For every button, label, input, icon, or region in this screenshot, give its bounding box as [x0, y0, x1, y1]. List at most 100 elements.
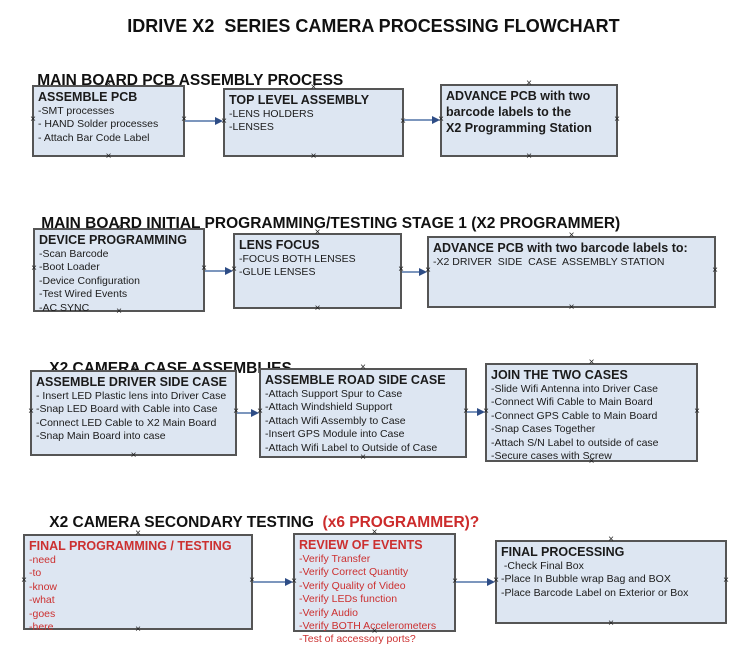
connector-arrow[interactable]: [205, 267, 233, 275]
box-title: DEVICE PROGRAMMING: [39, 233, 187, 247]
box-line: -X2 DRIVER SIDE CASE ASSEMBLY STATION: [433, 256, 665, 268]
box-lines: -FOCUS BOTH LENSES-GLUE LENSES: [239, 253, 397, 280]
box-title: JOIN THE TWO CASES: [491, 368, 628, 382]
box-line: -GLUE LENSES: [239, 266, 316, 279]
box-title: ASSEMBLE PCB: [38, 90, 138, 104]
box-line: -Attach S/N Label to outside of case: [491, 436, 659, 449]
box-lines: -need-to-know-what-goes-here: [29, 554, 248, 634]
box-title: ADVANCE PCB with two barcode labels to:: [433, 241, 688, 255]
box-lines: -Check Final Box-Place In Bubble wrap Ba…: [501, 560, 722, 600]
connection-point-icon: ×: [723, 575, 729, 586]
connector-arrow[interactable]: [253, 578, 293, 586]
box-line: -Verify BOTH Accelerometers: [299, 620, 437, 633]
box-line: -Boot Loader: [39, 261, 100, 274]
box-lines: -Slide Wifi Antenna into Driver Case-Con…: [491, 383, 693, 463]
box-lines: -LENS HOLDERS-LENSES: [229, 108, 399, 135]
connection-point-icon: ×: [694, 405, 700, 417]
connection-point-icon: ×: [526, 78, 532, 89]
section-heading-initial-programming: MAIN BOARD INITIAL PROGRAMMING/TESTING S…: [24, 197, 620, 251]
box-lens-focus[interactable]: LENS FOCUS -FOCUS BOTH LENSES-GLUE LENSE…: [231, 228, 404, 314]
box-lines: -Scan Barcode-Boot Loader-Device Configu…: [39, 248, 200, 315]
box-line: -need: [29, 554, 56, 566]
box-device-programming[interactable]: DEVICE PROGRAMMING -Scan Barcode-Boot Lo…: [31, 223, 207, 317]
connection-point-icon: ×: [130, 450, 137, 461]
box-line: -know: [29, 580, 58, 593]
box-title: ASSEMBLE ROAD SIDE CASE: [265, 373, 446, 387]
section-heading-text: X2 CAMERA SECONDARY TESTING: [49, 514, 319, 531]
box-final-programming-testing[interactable]: FINAL PROGRAMMING / TESTING -need-to-kno…: [21, 529, 255, 635]
box-line: -Place In Bubble wrap Bag and BOX: [501, 573, 671, 586]
box-title: FINAL PROCESSING: [501, 545, 625, 559]
box-line: -Verify Quality of Video: [299, 579, 406, 592]
box-top-level-assembly[interactable]: TOP LEVEL ASSEMBLY -LENS HOLDERS-LENSES …: [221, 83, 406, 162]
box-line: -Verify Transfer: [299, 553, 371, 565]
flowchart-title: IDRIVE X2 SERIES CAMERA PROCESSING FLOWC…: [127, 16, 620, 36]
box-title: LENS FOCUS: [239, 238, 320, 252]
box-line: -Attach Wifi Assembly to Case: [265, 414, 406, 427]
connection-point-icon: ×: [31, 263, 37, 274]
box-line: -Place Barcode Label on Exterior or Box: [501, 586, 689, 599]
box-line: -LENSES: [229, 121, 274, 134]
section-heading-text: MAIN BOARD INITIAL PROGRAMMING/TESTING S…: [41, 215, 621, 232]
connection-point-icon: ×: [360, 362, 366, 373]
box-line: -Secure cases with Screw: [491, 450, 612, 463]
connection-point-icon: ×: [614, 113, 620, 125]
box-title: ASSEMBLE DRIVER SIDE CASE: [36, 375, 228, 389]
box-review-of-events[interactable]: REVIEW OF EVENTS -Verify Transfer-Verify…: [291, 528, 458, 646]
box-line: -Attach Wifi Label to Outside of Case: [265, 441, 438, 454]
connection-point-icon: ×: [608, 534, 614, 545]
connection-point-icon: ×: [608, 618, 614, 629]
box-line: -Device Configuration: [39, 274, 140, 287]
box-line: -goes: [29, 607, 56, 620]
connection-point-icon: ×: [21, 575, 27, 586]
box-line: -Snap LED Board with Cable into Case: [36, 403, 218, 416]
box-line: -Verify Correct Quantity: [299, 566, 409, 579]
box-line: -Test of accessory ports?: [299, 633, 416, 646]
connector-arrow[interactable]: [185, 117, 223, 125]
box-line: - Attach Bar Code Label: [38, 131, 150, 144]
connector-arrow[interactable]: [237, 409, 259, 417]
box-line: -Test Wired Events: [39, 288, 128, 301]
connector-arrow[interactable]: [467, 408, 485, 416]
box-line: -SMT processes: [38, 105, 115, 117]
box-lines: -Verify Transfer-Verify Correct Quantity…: [299, 553, 451, 647]
box-line: -what: [29, 594, 55, 607]
box-line: -LENS HOLDERS: [229, 108, 314, 120]
connector-arrow[interactable]: [402, 268, 427, 276]
box-title: REVIEW OF EVENTS: [299, 538, 423, 552]
box-title: ADVANCE PCB with two barcode labels to t…: [446, 89, 592, 135]
box-lines: -SMT processes- HAND Solder processes- A…: [38, 105, 180, 145]
box-lines: - Insert LED Plastic lens into Driver Ca…: [36, 390, 232, 444]
section-heading-text: MAIN BOARD PCB ASSEMBLY PROCESS: [37, 72, 344, 89]
section-heading-red-text: (x6 PROGRAMMER)?: [318, 514, 480, 531]
connection-point-icon: ×: [526, 151, 532, 162]
box-assemble-driver-side-case[interactable]: ASSEMBLE DRIVER SIDE CASE - Insert LED P…: [28, 365, 239, 461]
connection-point-icon: ×: [568, 302, 575, 313]
box-final-processing[interactable]: FINAL PROCESSING -Check Final Box-Place …: [493, 535, 729, 629]
box-advance-pcb-programming-station[interactable]: ADVANCE PCB with two barcode labels to t…: [438, 79, 620, 162]
box-line: - Insert LED Plastic lens into Driver Ca…: [36, 390, 227, 402]
box-line: -Verify LEDs function: [299, 593, 398, 606]
connector-arrow[interactable]: [404, 116, 440, 124]
box-line: -to: [29, 567, 42, 580]
connector-arrow[interactable]: [456, 578, 495, 586]
connection-point-icon: ×: [310, 151, 317, 162]
box-advance-pcb-driver-side-station[interactable]: ADVANCE PCB with two barcode labels to: …: [425, 231, 718, 313]
box-line: -Connect Wifi Cable to Main Board: [491, 396, 653, 409]
box-join-the-two-cases[interactable]: JOIN THE TWO CASES -Slide Wifi Antenna i…: [483, 358, 700, 467]
box-line: -FOCUS BOTH LENSES: [239, 253, 356, 265]
connection-point-icon: ×: [105, 151, 112, 162]
box-line: -Snap Main Board into case: [36, 430, 166, 443]
box-line: -Insert GPS Module into Case: [265, 428, 405, 441]
box-assemble-road-side-case[interactable]: ASSEMBLE ROAD SIDE CASE -Attach Support …: [257, 363, 469, 463]
box-line: - HAND Solder processes: [38, 118, 159, 131]
box-lines: -X2 DRIVER SIDE CASE ASSEMBLY STATION: [433, 256, 711, 269]
connection-point-icon: ×: [712, 265, 718, 276]
box-line: -AC SYNC: [39, 301, 90, 314]
box-line: -Scan Barcode: [39, 248, 109, 260]
connection-point-icon: ×: [30, 114, 36, 125]
box-line: -here: [29, 621, 54, 634]
box-assemble-pcb[interactable]: ASSEMBLE PCB -SMT processes- HAND Solder…: [30, 80, 187, 162]
section-heading-secondary-testing: X2 CAMERA SECONDARY TESTING (x6 PROGRAMM…: [32, 496, 479, 550]
